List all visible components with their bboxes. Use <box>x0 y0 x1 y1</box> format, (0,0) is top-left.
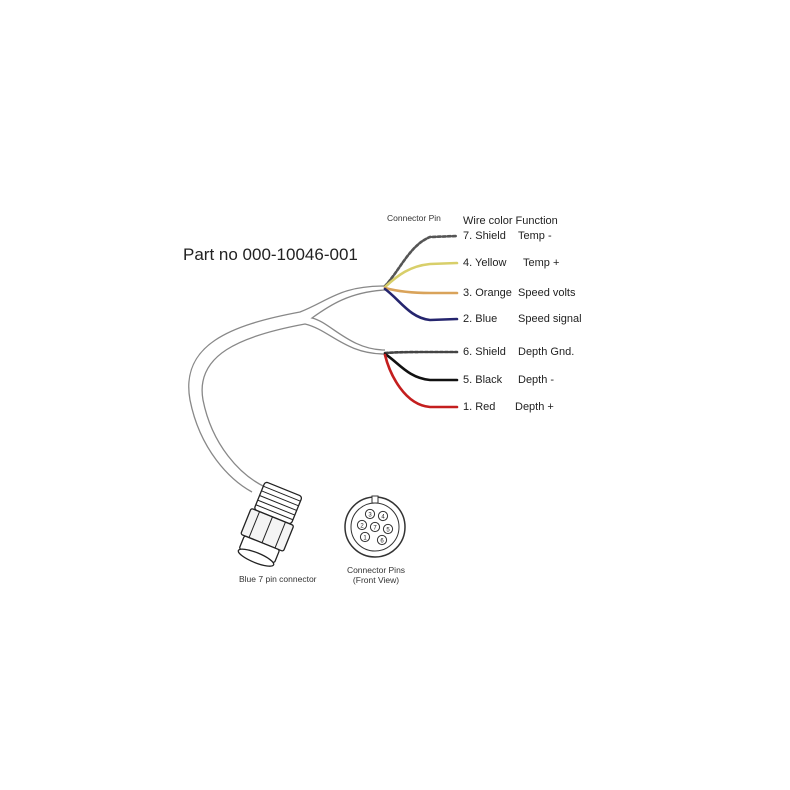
wire-5-black <box>383 352 459 382</box>
pin-7-number: 7 <box>373 525 377 531</box>
pin-5-socket <box>382 523 394 535</box>
pin-2-number: 2 <box>360 523 364 529</box>
pin-3-socket <box>364 508 376 520</box>
wire-color-function-header: Wire color Function <box>463 215 558 227</box>
pin-2-label: 2. Blue <box>463 313 498 325</box>
connector-pins-line1: Connector Pins <box>346 565 406 575</box>
wire-bundle <box>383 234 459 409</box>
pin-5-number: 5 <box>386 527 390 533</box>
pin-2-socket <box>356 519 368 531</box>
wire-6-shield <box>383 350 459 355</box>
pin-2-function: Speed signal <box>518 313 582 325</box>
wire-1-red <box>383 353 459 409</box>
pin-1-number: 1 <box>363 535 367 541</box>
pin-3-function: Speed volts <box>518 287 576 299</box>
pin-5-function: Depth - <box>518 374 555 386</box>
pin-5-label: 5. Black <box>463 374 503 386</box>
wire-7-shield <box>383 234 459 288</box>
pin-4-label: 4. Yellow <box>463 257 507 269</box>
pin-6-socket <box>376 534 388 546</box>
main-cable <box>188 285 386 493</box>
connector-pins-line2: (Front View) <box>352 575 400 586</box>
pin-1-function: Depth + <box>515 401 554 413</box>
pin-1-socket <box>359 531 371 543</box>
connector-pin-header: Connector Pin <box>387 213 441 223</box>
pin-4-function: Temp + <box>523 257 560 269</box>
wire-4-yellow <box>383 261 459 289</box>
pin-row-7: 7. Shield Temp - <box>463 230 552 242</box>
pin-row-1: 1. Red Depth + <box>463 401 554 413</box>
pin-3-number: 3 <box>368 512 372 518</box>
pin-row-4: 4. Yellow Temp + <box>463 257 559 269</box>
pins-front-view: 1 23 4 56 7 <box>344 495 406 558</box>
pin-6-number: 6 <box>380 538 384 544</box>
pin-7-function: Temp - <box>518 230 552 242</box>
wire-2-blue <box>383 287 459 322</box>
connector-label: Blue 7 pin connector <box>239 574 317 584</box>
pin-6-label: 6. Shield <box>463 346 506 358</box>
pin-6-function: Depth Gnd. <box>518 346 575 358</box>
pin-row-2: 2. Blue Speed signal <box>463 313 582 325</box>
pin-1-label: 1. Red <box>463 401 496 413</box>
part-number: Part no 000-10046-001 <box>183 245 358 264</box>
pin-3-label: 3. Orange <box>463 287 512 299</box>
connector-pins-label: Connector Pins (Front View) <box>344 565 408 585</box>
pin-4-number: 4 <box>381 514 385 520</box>
pin-4-socket <box>377 510 389 522</box>
plug-connector <box>237 481 303 567</box>
pin-row-5: 5. Black Depth - <box>463 374 554 386</box>
pin-row-3: 3. Orange Speed volts <box>463 287 575 299</box>
pin-row-6: 6. Shield Depth Gnd. <box>463 346 574 358</box>
wire-3-orange <box>383 286 459 295</box>
pin-7-socket <box>369 521 381 533</box>
pin-7-label: 7. Shield <box>463 230 506 242</box>
